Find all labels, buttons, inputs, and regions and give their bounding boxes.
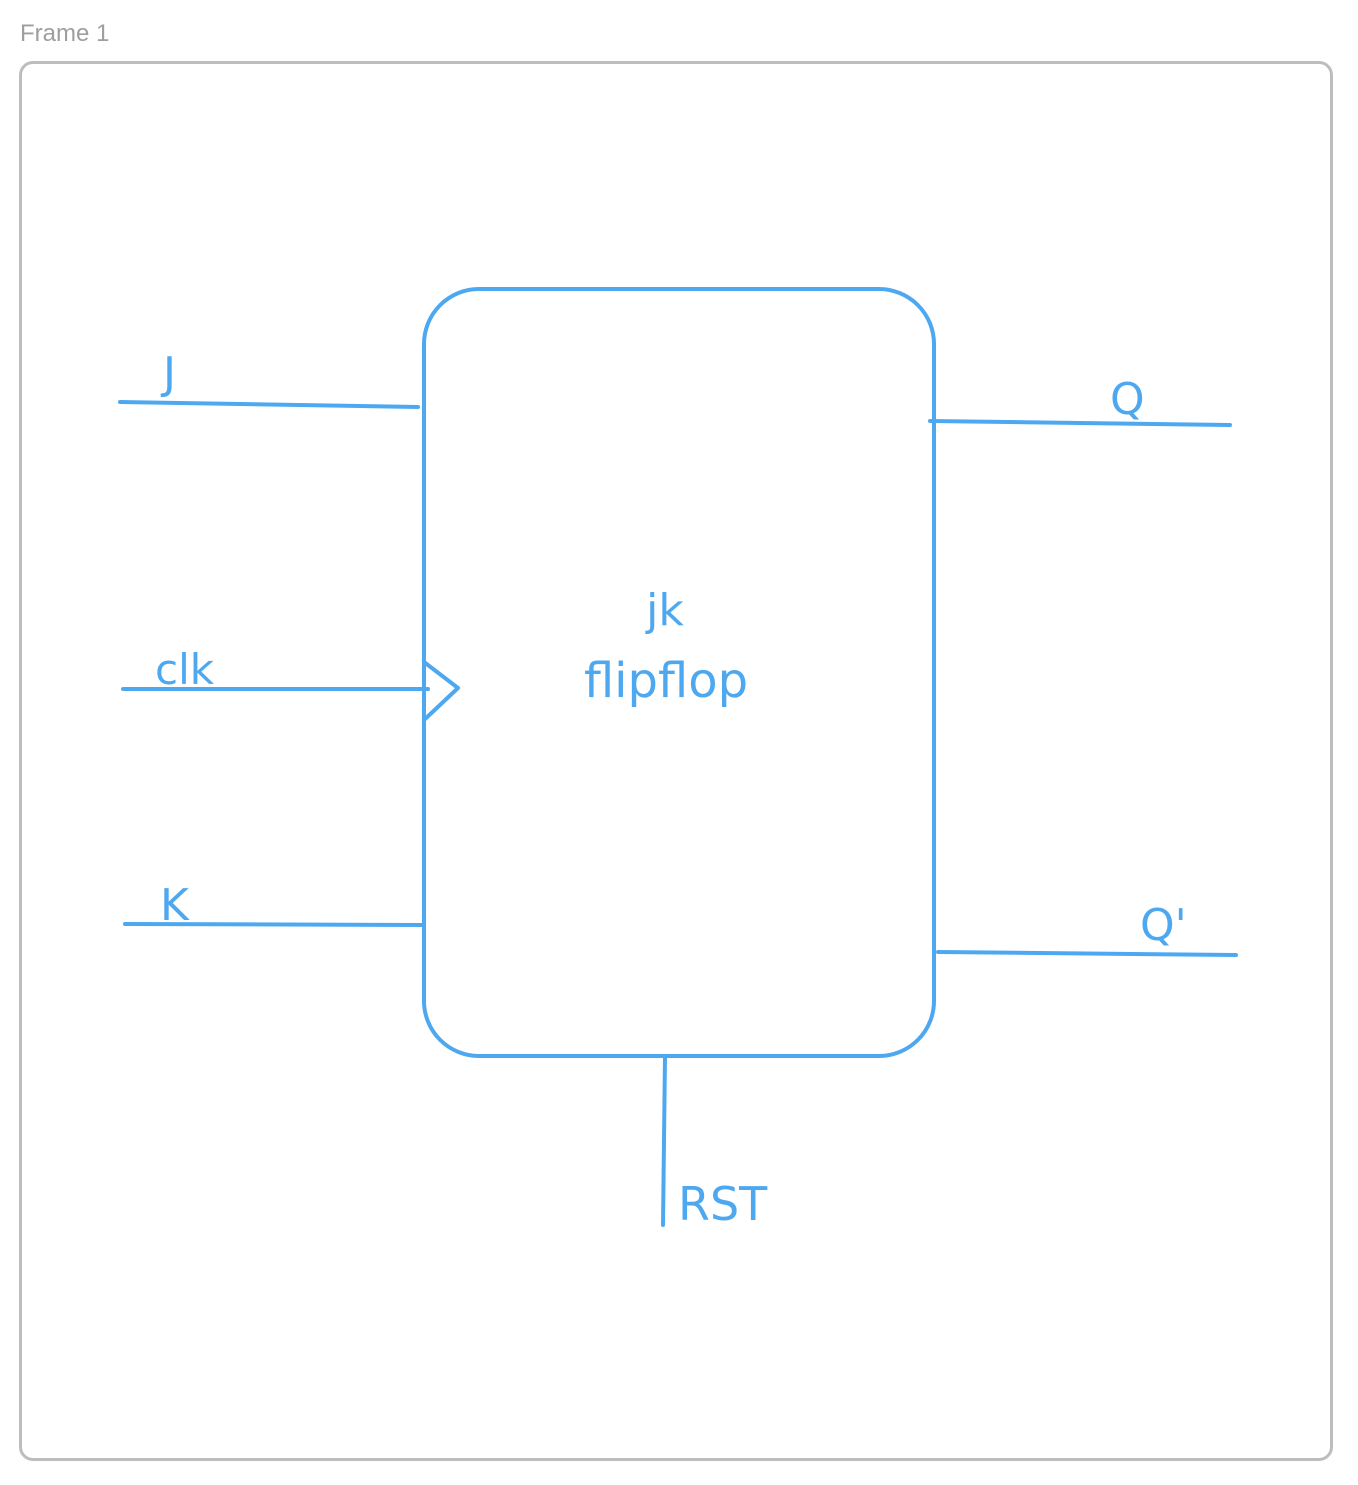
clock-edge-marker [422,660,460,722]
block-title-line2: flipflop [584,653,748,709]
k-wire[interactable] [123,922,426,927]
q-bar-label: Q' [1140,900,1187,951]
frame-title: Frame 1 [20,20,110,47]
j-wire[interactable] [118,400,420,409]
block-title-line1: jk [645,585,684,636]
q-label: Q [1110,374,1145,425]
flipflop-block[interactable] [422,287,936,1058]
k-label: K [160,880,190,931]
clk-label: clk [155,645,215,694]
rst-label: RST [678,1177,768,1231]
q-bar-wire[interactable] [936,950,1238,957]
j-label: J [160,348,176,399]
frame-container[interactable] [19,61,1333,1461]
rst-wire[interactable] [661,1054,667,1227]
q-wire[interactable] [928,419,1232,427]
